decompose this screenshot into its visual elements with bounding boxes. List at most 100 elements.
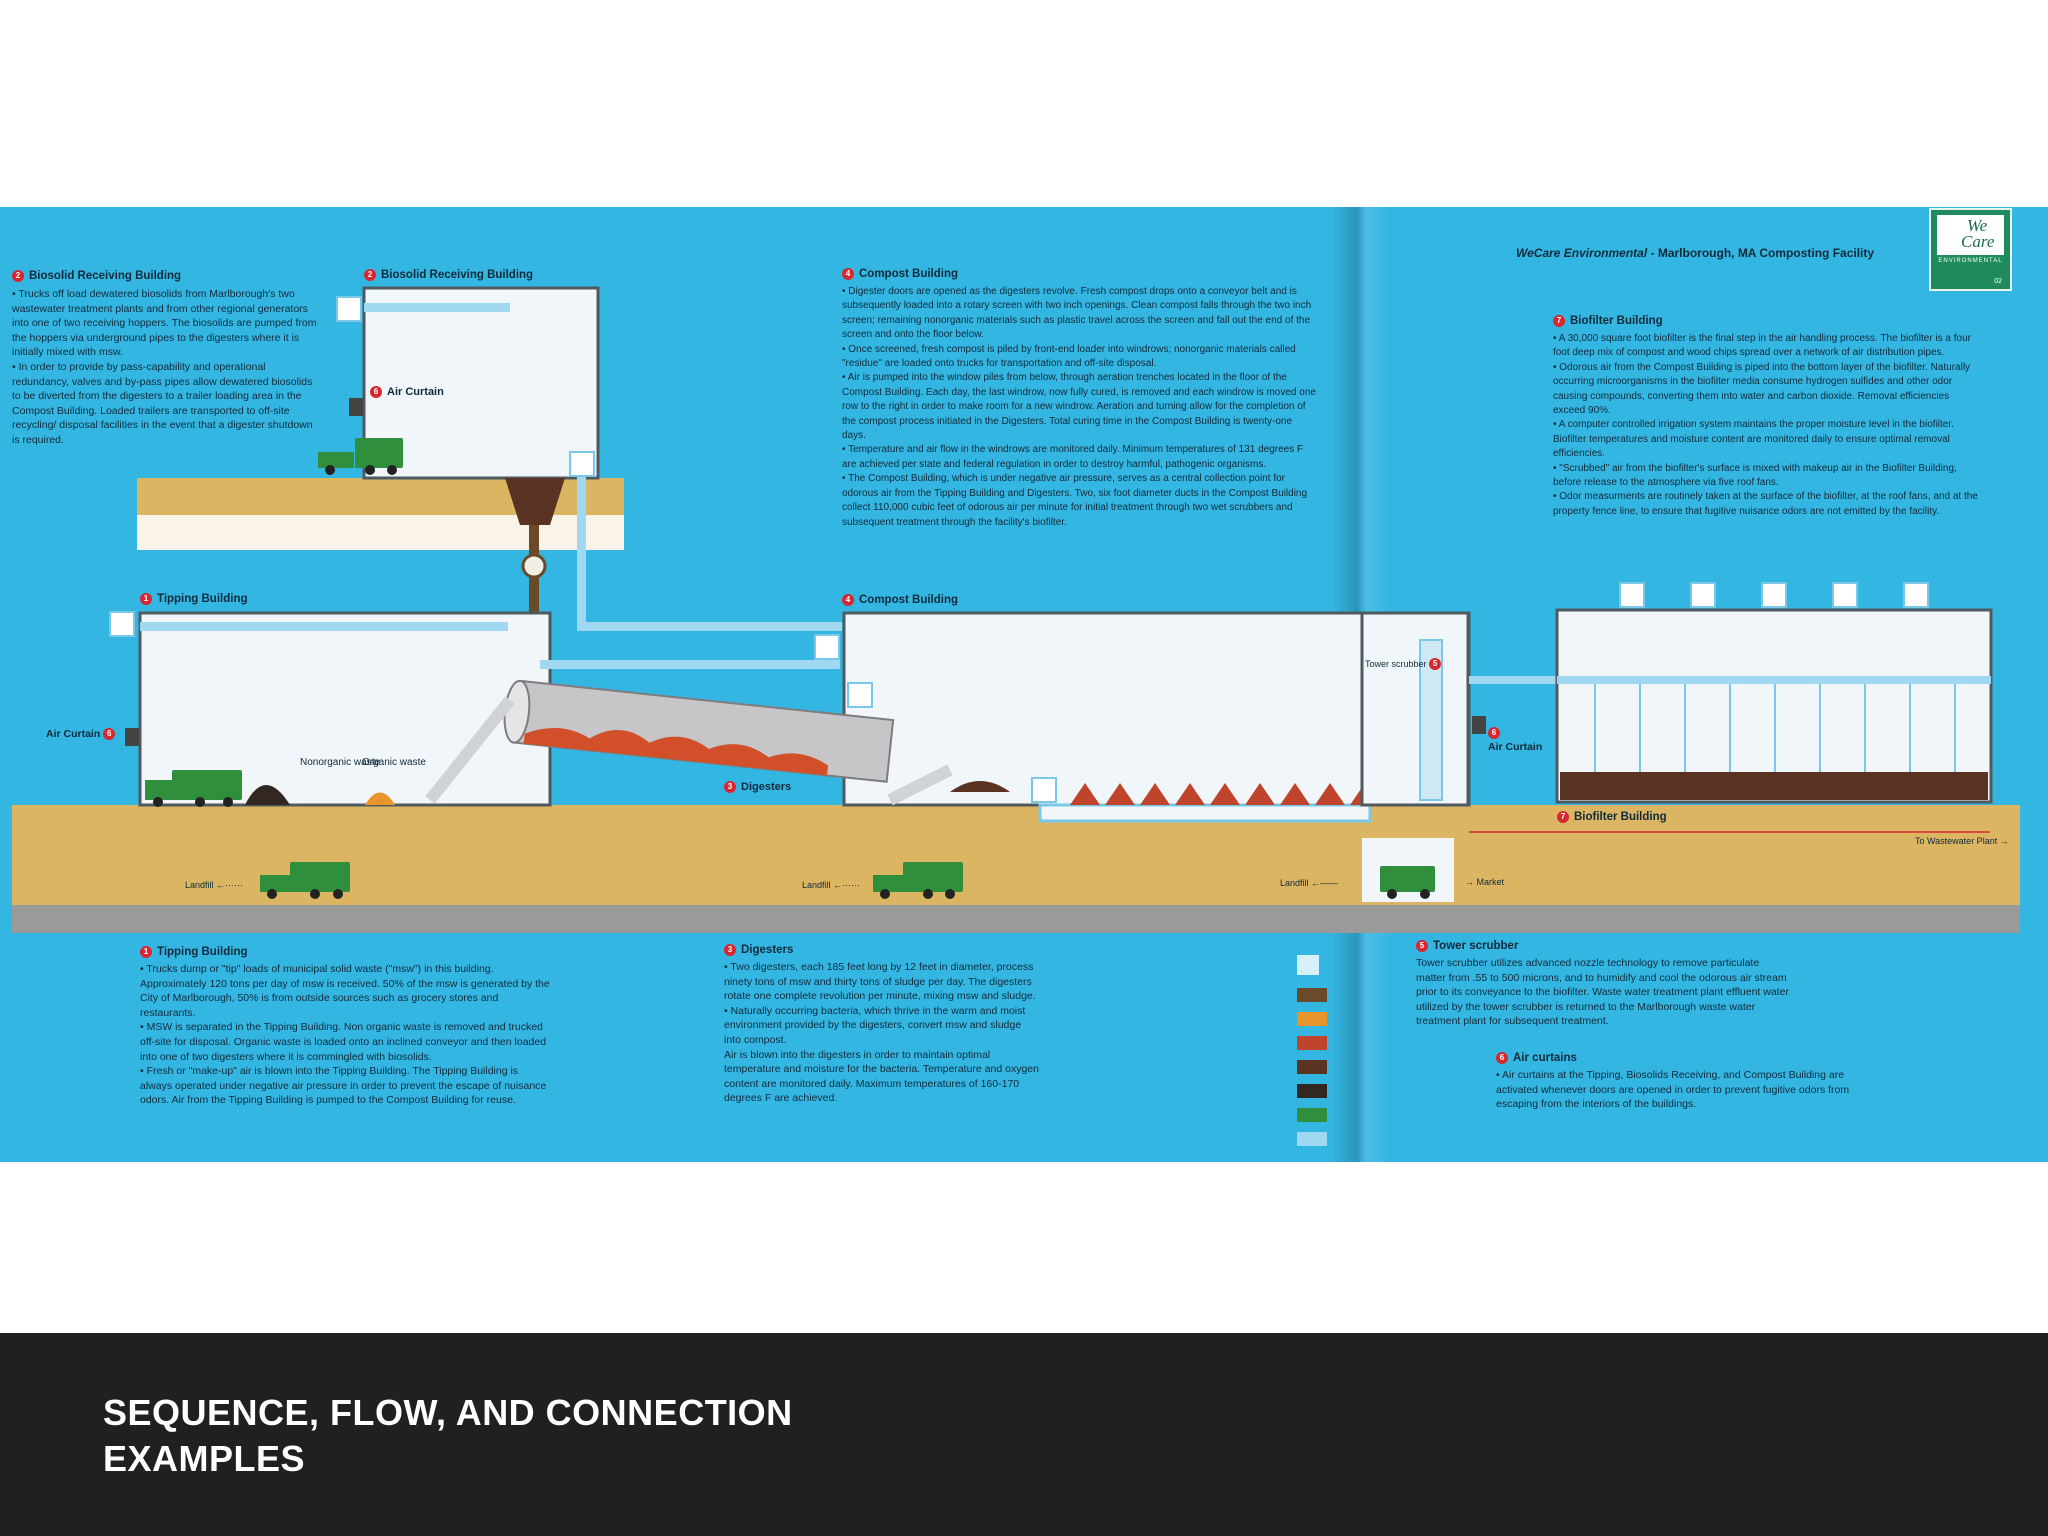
section-number-badge: 7: [1553, 315, 1565, 327]
footer-title: SEQUENCE, FLOW, AND CONNECTION EXAMPLES: [103, 1392, 793, 1479]
label-text: Air Curtain: [387, 386, 444, 398]
section-title: Biosolid Receiving Building: [29, 270, 182, 282]
label-to-wastewater: To Wastewater Plant →: [1915, 836, 2009, 846]
wall-fans: [109, 296, 1057, 803]
section-title: Digesters: [741, 944, 794, 956]
tipping-text-heading: 1 Tipping Building: [140, 946, 248, 958]
air-duct-riser: [577, 460, 586, 630]
footer-bar: [0, 1333, 2048, 1536]
tipping-building: [138, 611, 552, 807]
label-tower-scrubber: Tower scrubber 5: [1365, 658, 1446, 670]
digesters-text-heading: 3 Digesters: [724, 944, 793, 956]
paragraph: • Digester doors are opened as the diges…: [842, 286, 1312, 341]
logo-panel: [1937, 215, 2004, 255]
biofilter-text-heading: 7 Biofilter Building: [1553, 315, 1663, 327]
scrubber-duct: [1469, 676, 1559, 684]
label-number-badge: 2: [364, 269, 376, 281]
scrubber-tower: [1419, 639, 1443, 801]
compost-text: • Digester doors are opened as the diges…: [842, 285, 1316, 530]
paragraph: • A computer controlled irrigation syste…: [1553, 419, 1954, 460]
pipe-valve: [521, 553, 547, 579]
paragraph: • The Compost Building, which is under n…: [842, 473, 1308, 528]
air-duct-horizontal: [577, 622, 842, 631]
air-curtain-left: [125, 728, 139, 746]
section-number-badge: 1: [140, 946, 152, 958]
page-number: 02: [1994, 278, 2002, 285]
paragraph: • Trucks dump or "tip" loads of municipa…: [140, 963, 550, 1019]
nonorganic-pile: [245, 785, 290, 805]
section-title: Compost Building: [859, 268, 959, 280]
label-text: To Wastewater Plant: [1915, 836, 1998, 846]
windrows: [1070, 783, 1380, 805]
logo-we-text: We: [1967, 216, 1988, 235]
truck-landfill-1: [260, 862, 350, 899]
section-number-badge: 3: [724, 944, 736, 956]
label-digesters: 3 Digesters: [724, 781, 791, 793]
curtains-text: • Air curtains at the Tipping, Biosolids…: [1496, 1068, 1876, 1112]
section-title: Tipping Building: [157, 946, 248, 958]
section-title: Tower scrubber: [1433, 940, 1519, 952]
paragraph: • Trucks off load dewatered biosolids fr…: [12, 288, 317, 359]
label-text: Tipping Building: [157, 593, 248, 605]
paragraph: • Two digesters, each 185 feet long by 1…: [724, 961, 1036, 1003]
label-number-badge: 3: [724, 781, 736, 793]
organic-pile: [365, 792, 395, 805]
label-text: Digesters: [741, 781, 792, 793]
paragraph: • Odor measurments are routinely taken a…: [1553, 491, 1978, 517]
roof-fans: [1619, 582, 1929, 608]
label-market: → Market: [1465, 877, 1505, 887]
biosolid-duct: [364, 303, 510, 312]
truck-biosolid: [318, 438, 403, 475]
facility-prefix: WeCare Environmental: [1516, 246, 1648, 260]
label-air-curtain-left: Air Curtain 6: [46, 728, 120, 740]
label-number-badge: 6: [103, 728, 116, 740]
label-text: Tower scrubber: [1365, 659, 1427, 669]
legend-swatches: [1297, 955, 1327, 1146]
label-text: Landfill: [802, 880, 831, 890]
ground-shadow: [12, 905, 2020, 933]
paragraph: • Temperature and air flow in the windro…: [842, 444, 1304, 470]
label-text: Biosolid Receiving Building: [381, 269, 534, 281]
paragraph: Air is blown into the digesters in order…: [724, 1048, 1039, 1105]
facility-title: WeCare Environmental - Marlborough, MA C…: [1516, 246, 1874, 260]
label-organic-waste: Organic waste: [362, 757, 426, 768]
label-text: Air Curtain: [46, 728, 101, 740]
paragraph: • In order to provide by pass-capability…: [12, 360, 313, 446]
biofilter-duct: [1557, 676, 1991, 684]
tipping-text: • Trucks dump or "tip" loads of municipa…: [140, 962, 550, 1108]
biofilter-columns: [1594, 680, 1956, 772]
truck-tipping: [145, 770, 242, 807]
paragraph: • Once screened, fresh compost is piled …: [842, 343, 1296, 370]
paragraph: • Air is pumped into the window piles fr…: [842, 372, 1316, 442]
process-diagram: [12, 286, 2020, 1146]
facility-name: - Marlborough, MA Composting Facility: [1647, 246, 1875, 260]
label-text: Biofilter Building: [1574, 811, 1667, 823]
label-number-badge: 4: [842, 594, 854, 606]
logo-subtitle: ENVIRONMENTAL: [1938, 258, 2003, 264]
air-curtain-right: [1472, 716, 1486, 734]
digesters-text: • Two digesters, each 185 feet long by 1…: [724, 960, 1039, 1106]
truck-landfill-2: [873, 862, 963, 899]
receiving-hopper: [505, 478, 565, 525]
label-landfill-3: Landfill ←——: [1280, 878, 1339, 888]
label-text: Landfill: [185, 880, 214, 890]
paragraph: • MSW is separated in the Tipping Buildi…: [140, 1021, 547, 1063]
air-duct-lower: [540, 660, 840, 669]
aeration-trench: [1038, 803, 1372, 823]
biofilter-text: • A 30,000 square foot biofilter is the …: [1553, 332, 1978, 519]
incline-conveyor: [425, 696, 515, 804]
section-title: Biofilter Building: [1570, 315, 1663, 327]
paragraph: • Naturally occurring bacteria, which th…: [724, 1004, 1026, 1046]
section-number-badge: 6: [1496, 1052, 1508, 1064]
paragraph: • Fresh or "make-up" air is blown into t…: [140, 1065, 547, 1107]
truck-market: [1380, 866, 1435, 899]
scrubber-building: [1360, 611, 1470, 807]
